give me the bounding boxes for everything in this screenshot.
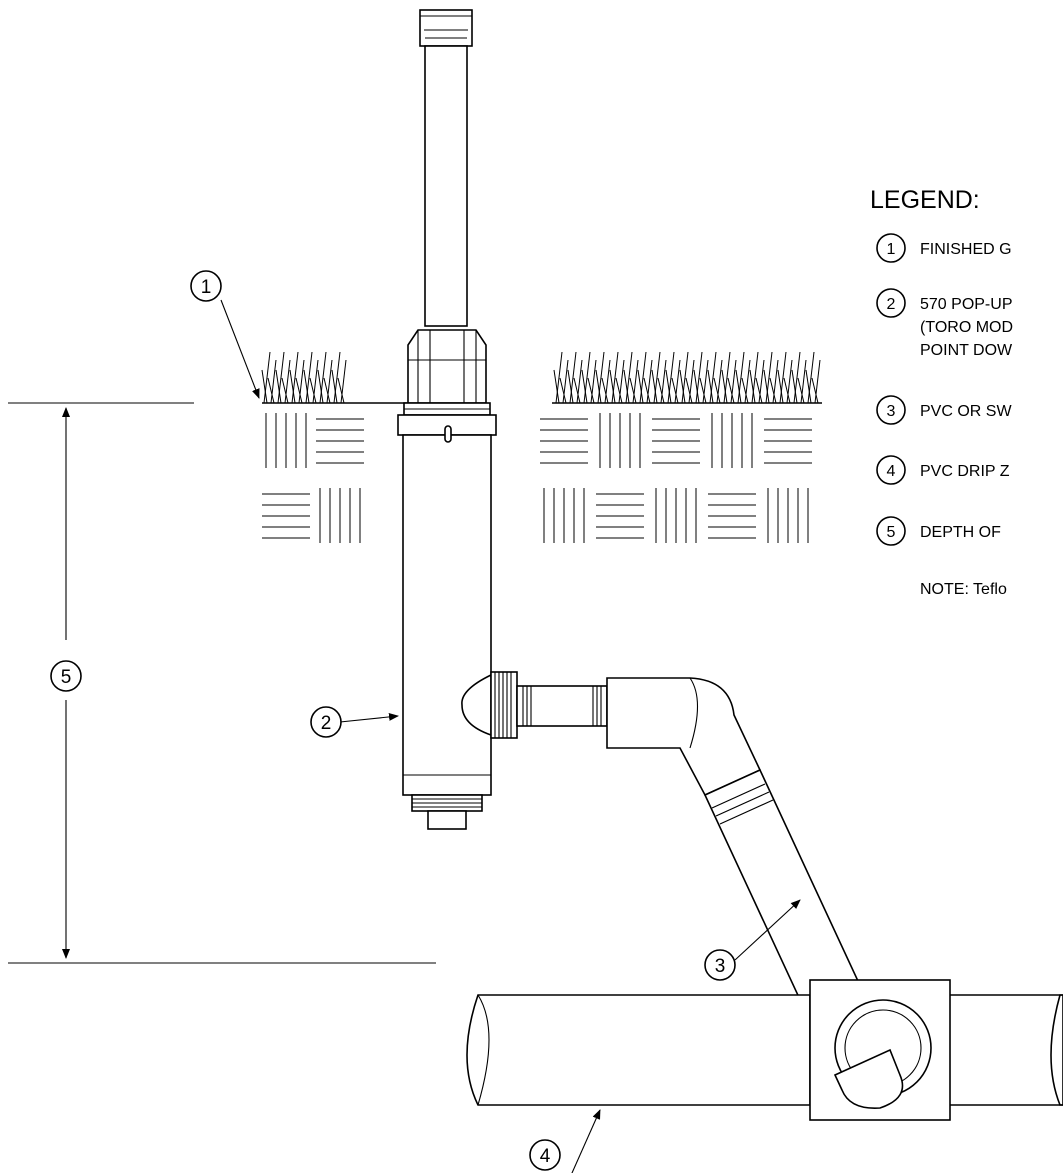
callout-5: 5 (50, 660, 82, 692)
legend-note: NOTE: Teflo (920, 581, 1007, 598)
svg-text:2: 2 (321, 713, 332, 734)
legend-title: LEGEND: (870, 186, 980, 214)
legend-item-4: 4 PVC DRIP Z (876, 455, 1010, 485)
legend: LEGEND: 1 FINISHED G 2 570 POP-UP (TORO … (870, 186, 1013, 598)
legend-item-5: 5 DEPTH OF (876, 516, 1001, 546)
svg-text:PVC OR SW: PVC OR SW (920, 403, 1012, 420)
svg-text:5: 5 (887, 524, 896, 541)
top-elbow (606, 677, 762, 797)
side-inlet-fitting (461, 671, 518, 739)
svg-text:570 POP-UP: 570 POP-UP (920, 296, 1012, 313)
callout-4: 4 (529, 1139, 561, 1171)
callout-2: 2 (310, 706, 342, 738)
sprinkler-body (397, 414, 497, 830)
svg-text:FINISHED G: FINISHED G (920, 241, 1012, 258)
svg-text:2: 2 (887, 296, 896, 313)
legend-item-1: 1 FINISHED G (876, 233, 1012, 263)
threaded-nipple (516, 685, 608, 727)
callout-3: 3 (704, 949, 736, 981)
leader-lines (220, 299, 801, 1173)
svg-text:POINT DOW: POINT DOW (920, 342, 1013, 359)
sprinkler-cap (403, 329, 491, 416)
soil-hatching (262, 413, 812, 543)
svg-text:5: 5 (61, 667, 72, 688)
svg-text:3: 3 (887, 403, 896, 420)
svg-text:3: 3 (715, 956, 726, 977)
grass-left (261, 351, 347, 404)
grass-right (553, 351, 821, 404)
svg-text:1: 1 (887, 241, 896, 258)
lateral-pipe (466, 994, 1063, 1106)
lateral-tee (809, 979, 951, 1121)
legend-item-3: 3 PVC OR SW (876, 395, 1012, 425)
legend-item-2: 2 570 POP-UP (TORO MOD POINT DOW (876, 288, 1013, 359)
svg-text:PVC DRIP Z: PVC DRIP Z (920, 463, 1010, 480)
svg-text:4: 4 (540, 1146, 551, 1167)
callout-1: 1 (190, 270, 222, 302)
svg-text:(TORO MOD: (TORO MOD (920, 319, 1013, 336)
sprinkler-riser-stem (419, 9, 473, 327)
svg-text:4: 4 (887, 463, 896, 480)
svg-text:1: 1 (201, 277, 212, 298)
svg-text:DEPTH OF: DEPTH OF (920, 524, 1001, 541)
